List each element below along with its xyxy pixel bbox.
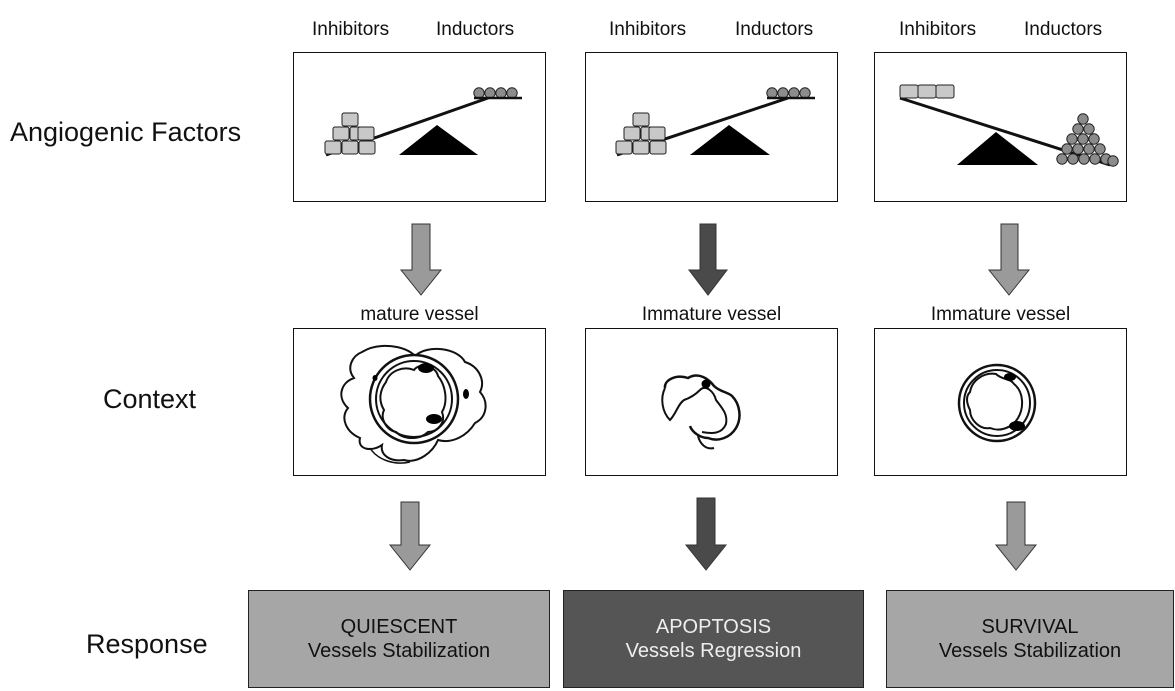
col3-response-box: SURVIVAL Vessels Stabilization [886,590,1174,688]
col2-inhibitors-label: Inhibitors [609,19,687,40]
col1-inhibitors-label: Inhibitors [312,19,390,40]
col2-inductor-balls [766,87,815,100]
col3-response-title: SURVIVAL [981,616,1079,638]
col1-nucleus-4 [372,375,378,381]
col1-balance-scale [324,87,522,157]
col2-response-subtitle: Vessels Regression [625,640,802,662]
col2-immature-vessel [661,374,741,450]
col3-nucleus-1 [1004,373,1016,381]
col3-inhibitor-blocks [899,84,955,99]
row-label-angiogenic-factors: Angiogenic Factors [10,117,242,147]
col2-vessel-inner-fragment [661,386,728,434]
col3-vessel-inner-wall [963,369,1031,437]
col2-response-title: APOPTOSIS [655,616,772,638]
col1-inhibitor-blocks [324,112,376,155]
col2-inhibitor-blocks [615,112,667,155]
col2-vessel-label: Immature vessel [641,304,782,325]
col1-response-box: QUIESCENT Vessels Stabilization [248,590,550,688]
col3-balance-scale [899,84,1119,167]
col1-mature-vessel [340,344,487,464]
col1-nucleus-3 [463,389,469,399]
col3-endothelium [966,372,1024,431]
col2-arrow-down-2 [684,497,728,571]
col1-endothelium [379,364,447,439]
col1-vessel-label: mature vessel [360,304,479,325]
col2-arrow-down-1 [687,223,729,296]
col3-fulcrum [957,132,1038,165]
col2-fulcrum [690,125,770,155]
row-label-context: Context [103,384,197,414]
col3-immature-vessel [957,363,1037,443]
col1-fulcrum [399,125,478,155]
col2-nucleus [701,379,711,389]
col1-response-title: QUIESCENT [340,616,458,638]
col2-balance-scale [615,87,815,157]
col3-inductors-label: Inductors [1024,19,1103,40]
col3-response-subtitle: Vessels Stabilization [938,640,1122,662]
col2-inductors-label: Inductors [735,19,814,40]
col3-nucleus-2 [1009,421,1025,431]
col3-arrow-down-2 [994,501,1038,571]
col1-inductors-label: Inductors [436,19,515,40]
col3-vessel-label: Immature vessel [930,304,1071,325]
col2-response-box: APOPTOSIS Vessels Regression [563,590,864,688]
col2-vessel-outer-fragment [663,374,741,441]
col1-inductor-balls [473,87,522,100]
col1-nucleus-2 [426,414,442,424]
col1-response-subtitle: Vessels Stabilization [307,640,491,662]
col1-nucleus-1 [418,363,434,373]
col1-arrow-down-2 [388,501,432,571]
col1-arrow-down-1 [399,223,443,296]
col3-inductor-balls [1056,113,1119,167]
col2-context-panel [585,328,838,476]
col3-arrow-down-1 [987,223,1031,296]
col3-inhibitors-label: Inhibitors [899,19,977,40]
row-label-response: Response [86,629,208,659]
